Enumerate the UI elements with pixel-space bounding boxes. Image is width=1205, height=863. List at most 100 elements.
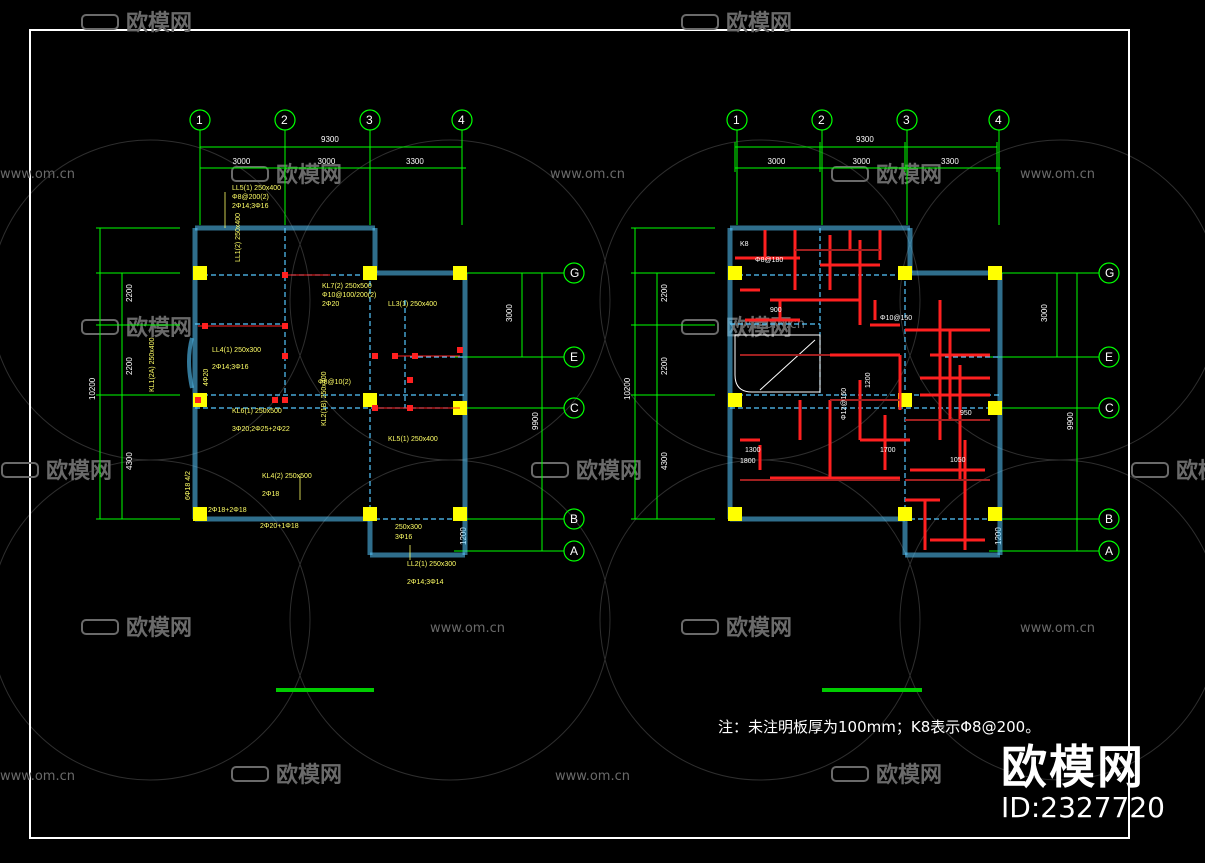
axis-label-top: 4 bbox=[995, 113, 1002, 127]
slab-label: 1300 bbox=[745, 447, 761, 454]
dimension-left-total: 10200 bbox=[623, 377, 632, 400]
beam-label: 2Φ14;3Φ16 bbox=[212, 364, 249, 371]
watermark-brand: 欧模网 bbox=[1176, 458, 1205, 484]
column bbox=[193, 507, 207, 521]
left-title-underline bbox=[276, 688, 374, 692]
column bbox=[363, 266, 377, 280]
beam-label: 2Φ14;3Φ14 bbox=[407, 579, 444, 586]
beam-label: Φ8@10(2) bbox=[318, 379, 351, 386]
slab-label: Φ8@180 bbox=[755, 257, 783, 264]
watermark-site: www.om.cn bbox=[555, 769, 630, 784]
dimension-left: 2200 bbox=[125, 357, 134, 375]
drawing-frame bbox=[29, 29, 1130, 839]
watermark-site: www.om.cn bbox=[550, 167, 625, 182]
watermark-site: www.om.cn bbox=[1020, 167, 1095, 182]
watermark-site: www.om.cn bbox=[0, 167, 75, 182]
column bbox=[898, 507, 912, 521]
beam-label: 2Φ14;3Φ16 bbox=[232, 203, 269, 210]
column bbox=[898, 266, 912, 280]
watermark-brand: 欧模网 bbox=[126, 10, 192, 36]
slab-label: 1700 bbox=[880, 447, 896, 454]
axis-label-top: 2 bbox=[818, 113, 825, 127]
column bbox=[363, 393, 377, 407]
dimension-top: 3300 bbox=[941, 157, 959, 166]
column bbox=[363, 507, 377, 521]
dimension-left-total: 10200 bbox=[88, 377, 97, 400]
dimension-left: 4300 bbox=[125, 452, 134, 470]
beam-label: KL6(1) 250x500 bbox=[232, 408, 282, 415]
axis-label-top: 1 bbox=[733, 113, 740, 127]
watermark-brand: 欧模网 bbox=[576, 458, 642, 484]
beam-label: LL4(1) 250x300 bbox=[212, 347, 261, 354]
beam-label: LL5(1) 250x400 bbox=[232, 185, 281, 192]
watermark-brand: 欧模网 bbox=[46, 458, 112, 484]
watermark-brand: 欧模网 bbox=[126, 315, 192, 341]
rebar-marker bbox=[372, 353, 378, 359]
watermark-logo-icon bbox=[531, 462, 569, 478]
dimension-right-total: 9900 bbox=[531, 412, 540, 430]
beam-label: 250x300 bbox=[395, 524, 422, 531]
dimension-top: 3000 bbox=[318, 157, 336, 166]
watermark-brand: 欧模网 bbox=[276, 162, 342, 188]
watermark-brand: 欧模网 bbox=[276, 762, 342, 788]
beam-label: 3Φ16 bbox=[395, 534, 412, 541]
beam-label: KL5(1) 250x400 bbox=[388, 436, 438, 443]
column bbox=[453, 507, 467, 521]
watermark-logo-icon bbox=[681, 619, 719, 635]
watermark-site: www.om.cn bbox=[430, 621, 505, 636]
axis-label-top: 1 bbox=[196, 113, 203, 127]
axis-label-right: E bbox=[570, 350, 578, 364]
watermark-brand: 欧模网 bbox=[726, 10, 792, 36]
axis-label-right: C bbox=[1105, 401, 1114, 415]
watermark-logo-icon bbox=[231, 766, 269, 782]
axis-label-top: 2 bbox=[281, 113, 288, 127]
axis-label-right: A bbox=[570, 544, 578, 558]
rebar-marker bbox=[457, 347, 463, 353]
dimension-left: 2200 bbox=[125, 284, 134, 302]
beam-label: KL1(2A) 250x400 bbox=[149, 337, 156, 392]
dimension-top: 3300 bbox=[406, 157, 424, 166]
axis-label-right: B bbox=[1105, 512, 1113, 526]
right-plan: 12349300300030003300GECBA300099001200102… bbox=[623, 109, 1120, 562]
column bbox=[453, 266, 467, 280]
rebar-marker bbox=[272, 397, 278, 403]
slab-label: Φ12@150 bbox=[841, 388, 848, 420]
right-title-underline bbox=[822, 688, 922, 692]
brand-id: ID:2327720 bbox=[1001, 791, 1165, 824]
dimension-right: 3000 bbox=[505, 304, 514, 322]
axis-label-right: B bbox=[570, 512, 578, 526]
axis-label-right: C bbox=[570, 401, 579, 415]
beam-label: 2Φ20 bbox=[322, 301, 339, 308]
slab-label: 1050 bbox=[950, 457, 966, 464]
watermark-layer: 欧模网欧模网欧模网欧模网欧模网欧模网欧模网欧模网欧模网欧模网欧模网欧模网欧模网w… bbox=[0, 10, 1205, 788]
dimension-top: 3000 bbox=[233, 157, 251, 166]
watermark-logo-icon bbox=[81, 14, 119, 30]
rebar-marker bbox=[282, 397, 288, 403]
rebar-marker bbox=[282, 353, 288, 359]
stair-diagonal bbox=[759, 339, 816, 391]
watermark-logo-icon bbox=[1131, 462, 1169, 478]
axis-label-top: 4 bbox=[458, 113, 465, 127]
beam-label: LL1(2) 250x400 bbox=[235, 213, 242, 262]
watermark-brand: 欧模网 bbox=[876, 162, 942, 188]
axis-label-right: G bbox=[1105, 266, 1114, 280]
dimension-right: 3000 bbox=[1040, 304, 1049, 322]
beam-label: KL2(1B) 250x400 bbox=[321, 371, 328, 426]
column bbox=[193, 266, 207, 280]
beam-label: Φ8@200(2) bbox=[232, 194, 269, 201]
brand-name: 欧模网 bbox=[1001, 740, 1146, 794]
slab-label: 900 bbox=[770, 307, 782, 314]
beam-label: 2Φ20+1Φ18 bbox=[260, 523, 299, 530]
stair-void bbox=[734, 334, 821, 393]
column bbox=[728, 266, 742, 280]
dimension-total: 9300 bbox=[856, 135, 874, 144]
dimension-left: 2200 bbox=[660, 284, 669, 302]
rebar-marker bbox=[407, 377, 413, 383]
column bbox=[728, 507, 742, 521]
dimension-right-total: 9900 bbox=[1066, 412, 1075, 430]
column bbox=[988, 401, 1002, 415]
slab-label: Φ10@150 bbox=[880, 315, 912, 322]
watermark-brand: 欧模网 bbox=[126, 615, 192, 641]
slab-label: K8 bbox=[740, 241, 749, 248]
